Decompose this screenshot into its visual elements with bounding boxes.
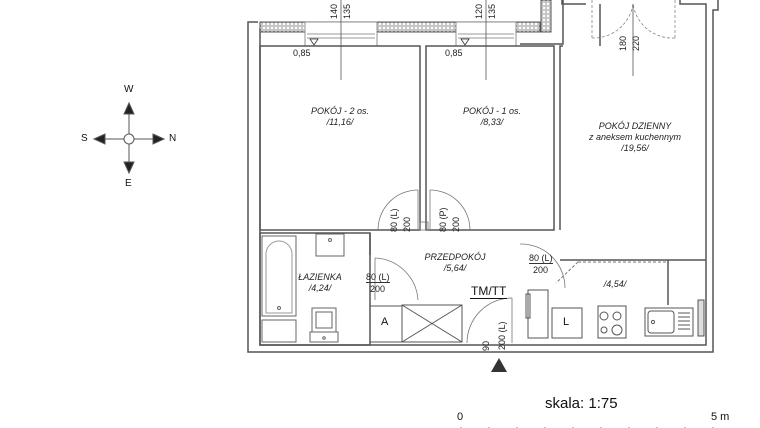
compass-rose [92,101,166,175]
scale-start: 0 [457,411,464,423]
door-pokoj2-height: 200 [402,216,412,232]
compass-west-label: W [124,84,134,95]
washbasin [315,233,345,257]
room-area: /11,16/ [326,117,354,127]
room-name: POKÓJ - 1 os. [462,106,522,116]
toilet [309,307,339,343]
room-area: /4,54/ [603,279,627,289]
room-area: /19,56/ [621,143,649,153]
box-l-label: L [563,316,570,328]
door-dzienny-width: 80 (L) [529,253,553,264]
insulated-wall-top [259,0,552,33]
room-name: ŁAZIENKA [298,272,342,282]
room-name: POKÓJ - 2 os. [310,106,370,116]
bathtub [261,235,297,343]
window-2-height: 135 [487,3,497,19]
balcony-door-height: 220 [631,35,641,51]
room-przedpokoj-label: PRZEDPOKÓJ /5,64/ [410,252,500,274]
room-name: PRZEDPOKÓJ [424,252,486,262]
meter-label: TM/TT [470,284,508,299]
box-a-label: A [381,316,389,328]
compass-south-label: S [81,133,88,144]
outer-walls [247,0,719,353]
kitchen-counter [525,261,705,339]
door-pokoj1-height: 200 [451,216,461,232]
door-dzienny-height: 200 [533,265,549,275]
scale-end: 5 m [711,411,730,423]
room-area: /4,24/ [308,283,332,293]
entrance-arrow-icon [491,358,507,372]
door-lazienka-width: 80 (L) [366,272,390,283]
room-pokoj-2-label: POKÓJ - 2 os. /11,16/ [280,106,400,128]
door-entrance-width: 90 [481,340,491,351]
door-swings [374,189,566,344]
balcony-door-width: 180 [618,35,628,51]
window-2-sill: 0,85 [445,48,463,58]
window-1-height: 135 [342,3,352,19]
room-aneks-label: /4,54/ [590,279,640,290]
compass-east-label: E [125,178,132,189]
window-2 [455,0,517,80]
balcony-door [591,0,676,39]
room-dzienny-label: POKÓJ DZIENNY z aneksem kuchennym /19,56… [570,121,700,154]
door-pokoj2-width: 80 (L) [389,208,399,232]
room-name: POKÓJ DZIENNY [598,121,672,131]
window-1 [304,0,378,80]
room-area: /8,33/ [480,117,504,127]
room-lazienka-label: ŁAZIENKA /4,24/ [290,272,350,294]
window-2-width: 120 [474,3,484,19]
door-pokoj1-width: 80 (P) [438,207,448,232]
window-1-width: 140 [329,3,339,19]
room-subtitle: z aneksem kuchennym [588,132,682,142]
room-pokoj-1-label: POKÓJ - 1 os. /8,33/ [432,106,552,128]
scale-title: skala: 1:75 [545,395,618,412]
window-1-sill: 0,85 [293,48,311,58]
room-area: /5,64/ [443,263,467,273]
room-walls [259,4,706,346]
door-entrance-height: 200 (L) [497,321,507,350]
door-lazienka-height: 200 [370,284,386,294]
shaft [401,304,463,343]
compass-north-label: N [169,133,177,144]
